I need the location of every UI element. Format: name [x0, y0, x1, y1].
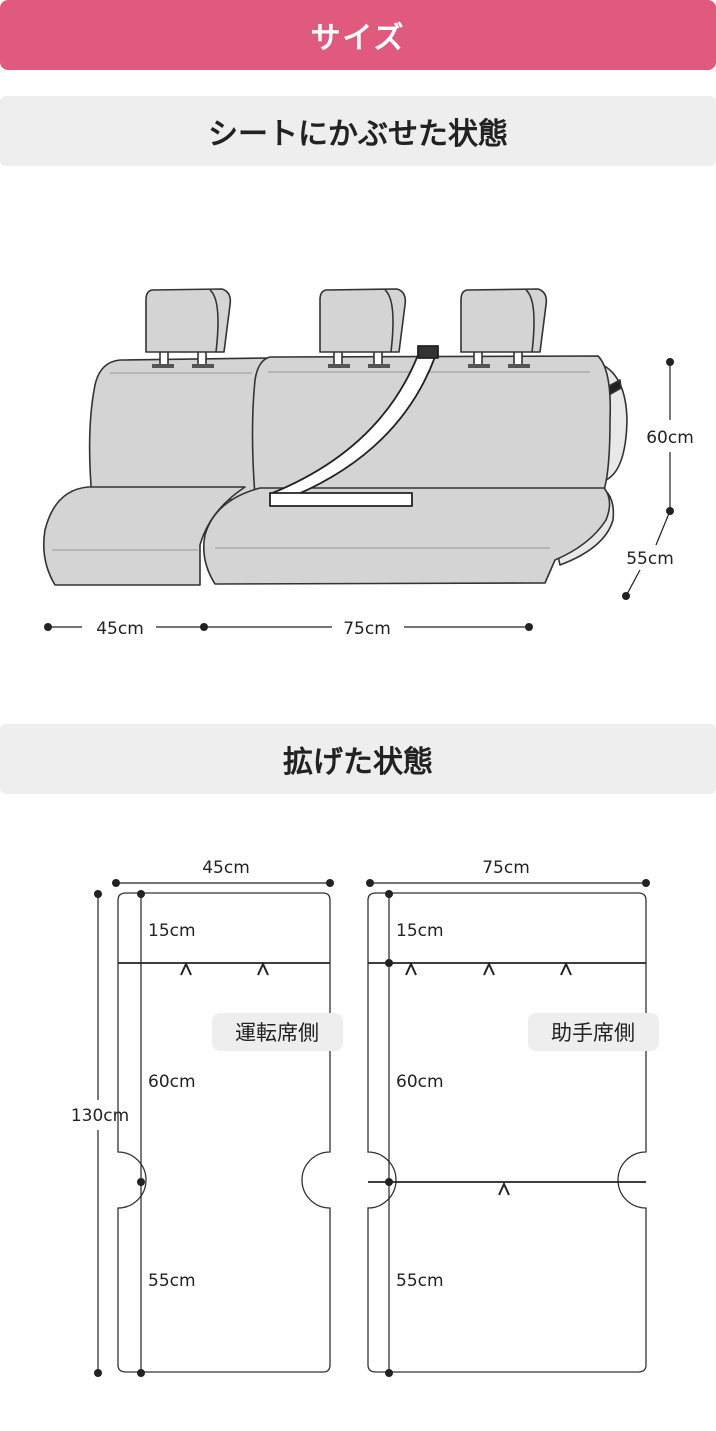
spread-title: 拡げた状態	[0, 724, 716, 794]
headrest-left	[145, 288, 232, 367]
right-width-label: 75cm	[482, 858, 530, 878]
passenger-side-label: 助手席側	[551, 1021, 635, 1045]
right-middle-section-label: 60cm	[396, 1072, 444, 1092]
right-seat-cushion	[202, 487, 611, 585]
right-panel	[367, 892, 647, 1373]
left-bottom-section-label: 55cm	[148, 1271, 196, 1291]
left-backrest	[88, 357, 271, 501]
left-panel	[117, 892, 331, 1373]
left-top-section-label: 15cm	[148, 921, 196, 941]
covered-right-width-label: 75cm	[343, 619, 391, 639]
covered-back-height-label: 60cm	[646, 428, 694, 448]
covered-seat-diagram: 45cm 75cm 60cm 55cm	[42, 288, 694, 639]
headrest-center	[319, 288, 407, 367]
covered-title: シートにかぶせた状態	[0, 96, 716, 166]
headrest-right	[460, 288, 548, 367]
covered-back-dimension	[625, 362, 671, 597]
section-header: サイズ	[0, 0, 716, 70]
right-top-section-label: 15cm	[396, 921, 444, 941]
seat-belt	[269, 345, 439, 507]
left-width-label: 45cm	[202, 858, 250, 878]
covered-left-width-label: 45cm	[96, 619, 144, 639]
driver-side-label: 運転席側	[235, 1021, 319, 1045]
left-total-height-label: 130cm	[71, 1106, 129, 1126]
right-bottom-section-label: 55cm	[396, 1271, 444, 1291]
covered-seat-depth-label: 55cm	[626, 549, 674, 569]
spread-diagram: 45cm 130cm 15cm 60cm 55cm 運転席側 75cm 15cm…	[71, 858, 659, 1377]
right-backrest	[251, 355, 612, 497]
left-middle-section-label: 60cm	[148, 1072, 196, 1092]
